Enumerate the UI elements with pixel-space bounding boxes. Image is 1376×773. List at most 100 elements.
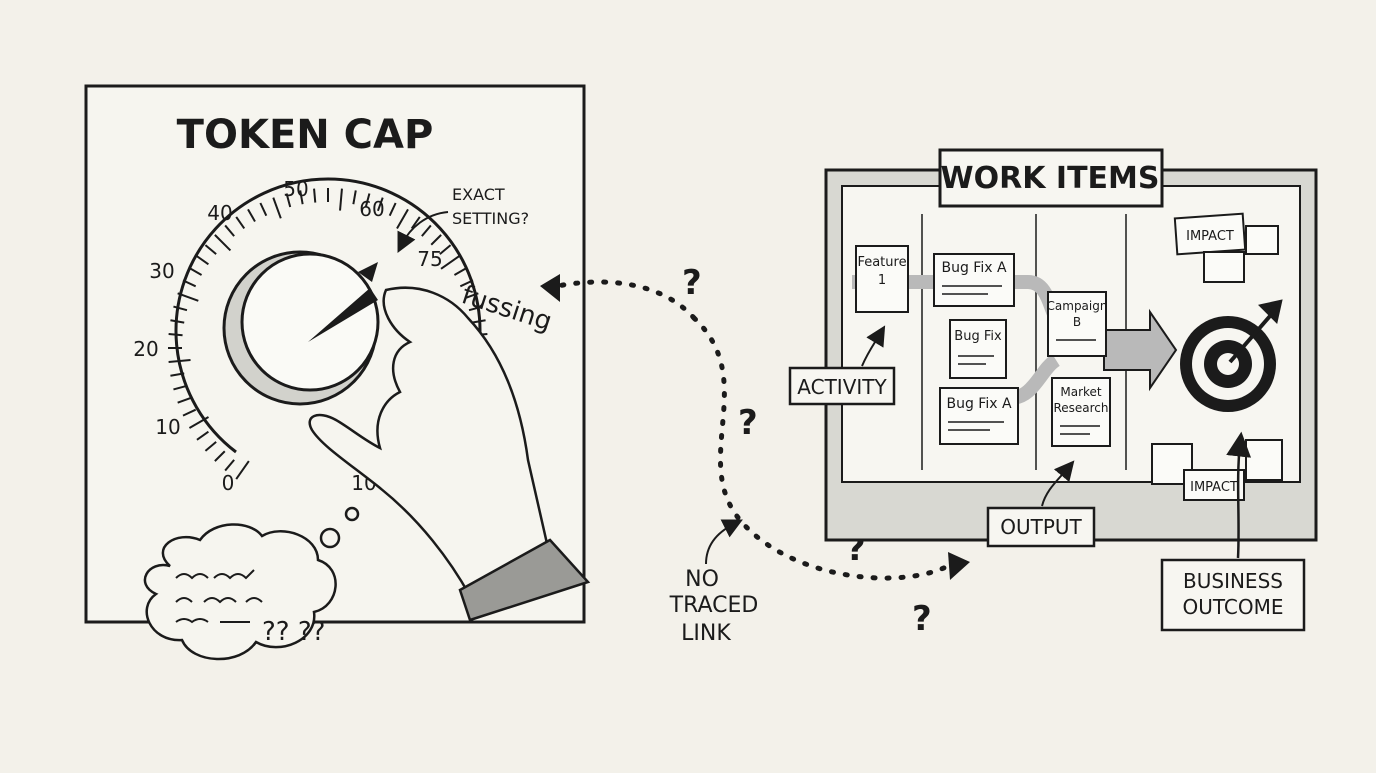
dial-tick: [214, 234, 232, 252]
dial-tick: [170, 319, 185, 324]
output-label: OUTPUT: [1000, 515, 1082, 539]
impact-label-bottom: IMPACT: [1190, 480, 1238, 495]
dial-tick: [468, 305, 483, 312]
impact-note-top: IMPACT: [1173, 212, 1279, 283]
activity-arrow: [861, 325, 886, 367]
dial-tick: [396, 208, 409, 229]
card-campaign-b: Campaign B: [1047, 291, 1108, 357]
dial-tick: [464, 292, 479, 300]
question-mark-1: ?: [682, 263, 702, 303]
dial-label-10: 10: [155, 415, 180, 439]
dial-tick: [188, 416, 209, 429]
output-arrow: [1041, 460, 1075, 507]
right-arrowhead: [948, 552, 970, 580]
exact-setting-arrow: [397, 211, 449, 253]
dial-label-0: 0: [222, 471, 235, 495]
question-mark-2: ?: [738, 403, 758, 443]
left-arrowhead: [540, 274, 560, 302]
card-market-research: Market Research: [1051, 377, 1111, 447]
output-box: [986, 506, 1096, 548]
dial-tick: [421, 224, 432, 237]
flow-arrow: [1103, 308, 1178, 392]
dial-tick: [168, 359, 191, 363]
business-outcome-box: [1160, 558, 1306, 632]
dial-label-40: 40: [207, 201, 232, 225]
activity-label: ACTIVITY: [797, 375, 887, 399]
exact-setting-line2: SETTING?: [452, 209, 529, 228]
dial-tick: [204, 441, 217, 452]
thought-scribble: [175, 569, 263, 624]
dial-tick: [224, 459, 235, 472]
dial-tick: [177, 396, 192, 404]
card-campaign-b-line2: B: [1073, 315, 1081, 329]
dial-tick: [196, 255, 209, 266]
dial-tick: [259, 202, 268, 217]
dial-tick: [170, 372, 185, 377]
dial-label-60: 60: [359, 197, 384, 221]
work-items-board: WORK ITEMS Feature 1 Bug Fix A Bug Fix B…: [788, 148, 1318, 632]
dial-tick: [173, 305, 188, 312]
dial-tick: [182, 408, 197, 417]
activity-box: [788, 366, 896, 406]
card-bug-fix-a-bottom: Bug Fix A: [939, 387, 1019, 445]
dial-tick: [285, 193, 292, 208]
dial-tick: [453, 267, 468, 276]
dial-tick: [188, 267, 203, 276]
dial-tick: [299, 190, 304, 205]
impact-note-bottom: IMPACT: [1151, 439, 1283, 501]
dial-tick: [410, 216, 421, 229]
question-mark-4: ?: [912, 599, 932, 639]
business-outcome-arrow: [1226, 431, 1252, 559]
business-outcome-line2: OUTCOME: [1182, 595, 1283, 619]
dial-label-75: 75: [417, 247, 442, 271]
hand-icon: [308, 286, 591, 622]
dial-tick: [352, 190, 357, 205]
dial-pointer: [308, 288, 378, 342]
dial-tick: [376, 197, 384, 212]
thought-question-marks: ?? ??: [262, 617, 325, 647]
card-feature-1-line2: 1: [878, 273, 886, 288]
business-outcome-line1: BUSINESS: [1183, 569, 1283, 593]
dial-tick: [272, 197, 282, 219]
dial-tick: [214, 450, 226, 462]
dial-tick: [177, 292, 199, 302]
dial-tick: [313, 188, 317, 203]
dial-tick: [440, 255, 460, 270]
dial-tick: [430, 234, 442, 246]
target-icon: [1180, 316, 1276, 412]
dial-tick: [173, 384, 188, 391]
arrow-icon: [1228, 299, 1283, 364]
card-bug-fix-a-top-label: Bug Fix A: [941, 260, 1006, 276]
dial-tick: [235, 460, 250, 480]
dial-tick: [204, 244, 217, 255]
card-bug-fix-a-top: Bug Fix A: [933, 253, 1015, 307]
no-link-arrow: [705, 519, 743, 565]
card-bug-fix-a-bottom-label: Bug Fix A: [946, 396, 1011, 412]
card-feature-1-line1: Feature: [857, 255, 906, 270]
dial-label-20: 20: [133, 337, 158, 361]
dial-tick: [235, 216, 246, 229]
dotted-link: [540, 274, 970, 581]
dial-tick: [182, 279, 197, 288]
dial-tick: [247, 208, 256, 223]
dial-tick: [364, 193, 371, 208]
dial-label-30: 30: [149, 259, 174, 283]
card-bug-fix: Bug Fix: [949, 319, 1007, 379]
dial-tick: [168, 333, 183, 337]
work-items-title: WORK ITEMS: [941, 161, 1160, 196]
no-link-line2: TRACED: [669, 593, 759, 618]
dial-tick: [459, 279, 474, 288]
impact-label-top: IMPACT: [1186, 229, 1234, 244]
token-cap-title: TOKEN CAP: [177, 112, 434, 158]
card-campaign-b-line1: Campaign: [1047, 299, 1108, 313]
dial-tick: [224, 224, 235, 237]
card-feature-1: Feature 1: [855, 245, 909, 313]
no-link-line3: LINK: [681, 621, 731, 646]
dial-label-50: 50: [283, 177, 308, 201]
card-bug-fix-label: Bug Fix: [954, 329, 1002, 344]
thought-bubble-icon: [143, 506, 360, 661]
card-market-research-line2: Research: [1053, 401, 1108, 415]
dial-tick: [196, 430, 209, 441]
